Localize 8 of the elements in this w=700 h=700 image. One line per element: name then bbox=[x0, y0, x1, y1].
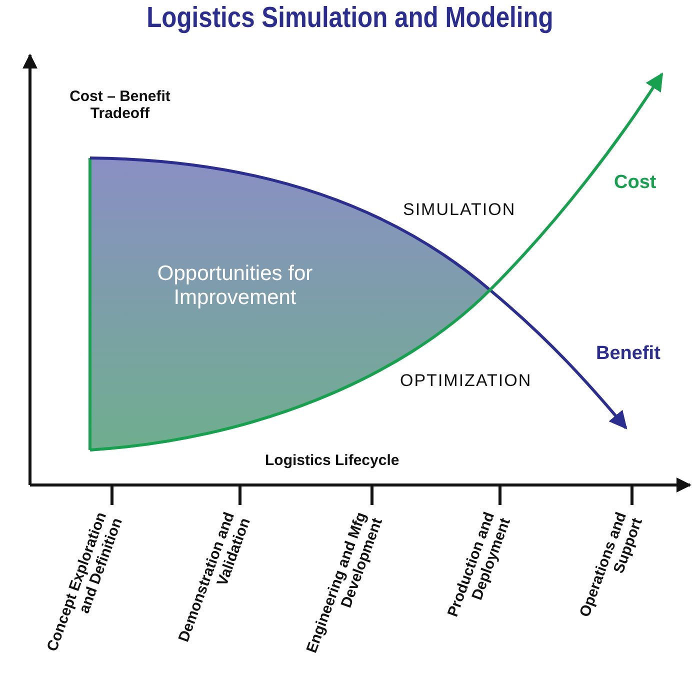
axis-title: Logistics Lifecycle bbox=[265, 452, 400, 470]
axis-title: Cost – Benefit Tradeoff bbox=[68, 88, 172, 122]
curve-label: SIMULATION bbox=[403, 200, 516, 220]
title: Logistics Simulation and Modeling bbox=[146, 2, 554, 36]
curve-label: OPTIMIZATION bbox=[400, 371, 532, 391]
region-label: Opportunities for Improvement bbox=[156, 262, 314, 310]
curve-label: Benefit bbox=[596, 343, 660, 365]
curve-label: Cost bbox=[614, 172, 656, 194]
